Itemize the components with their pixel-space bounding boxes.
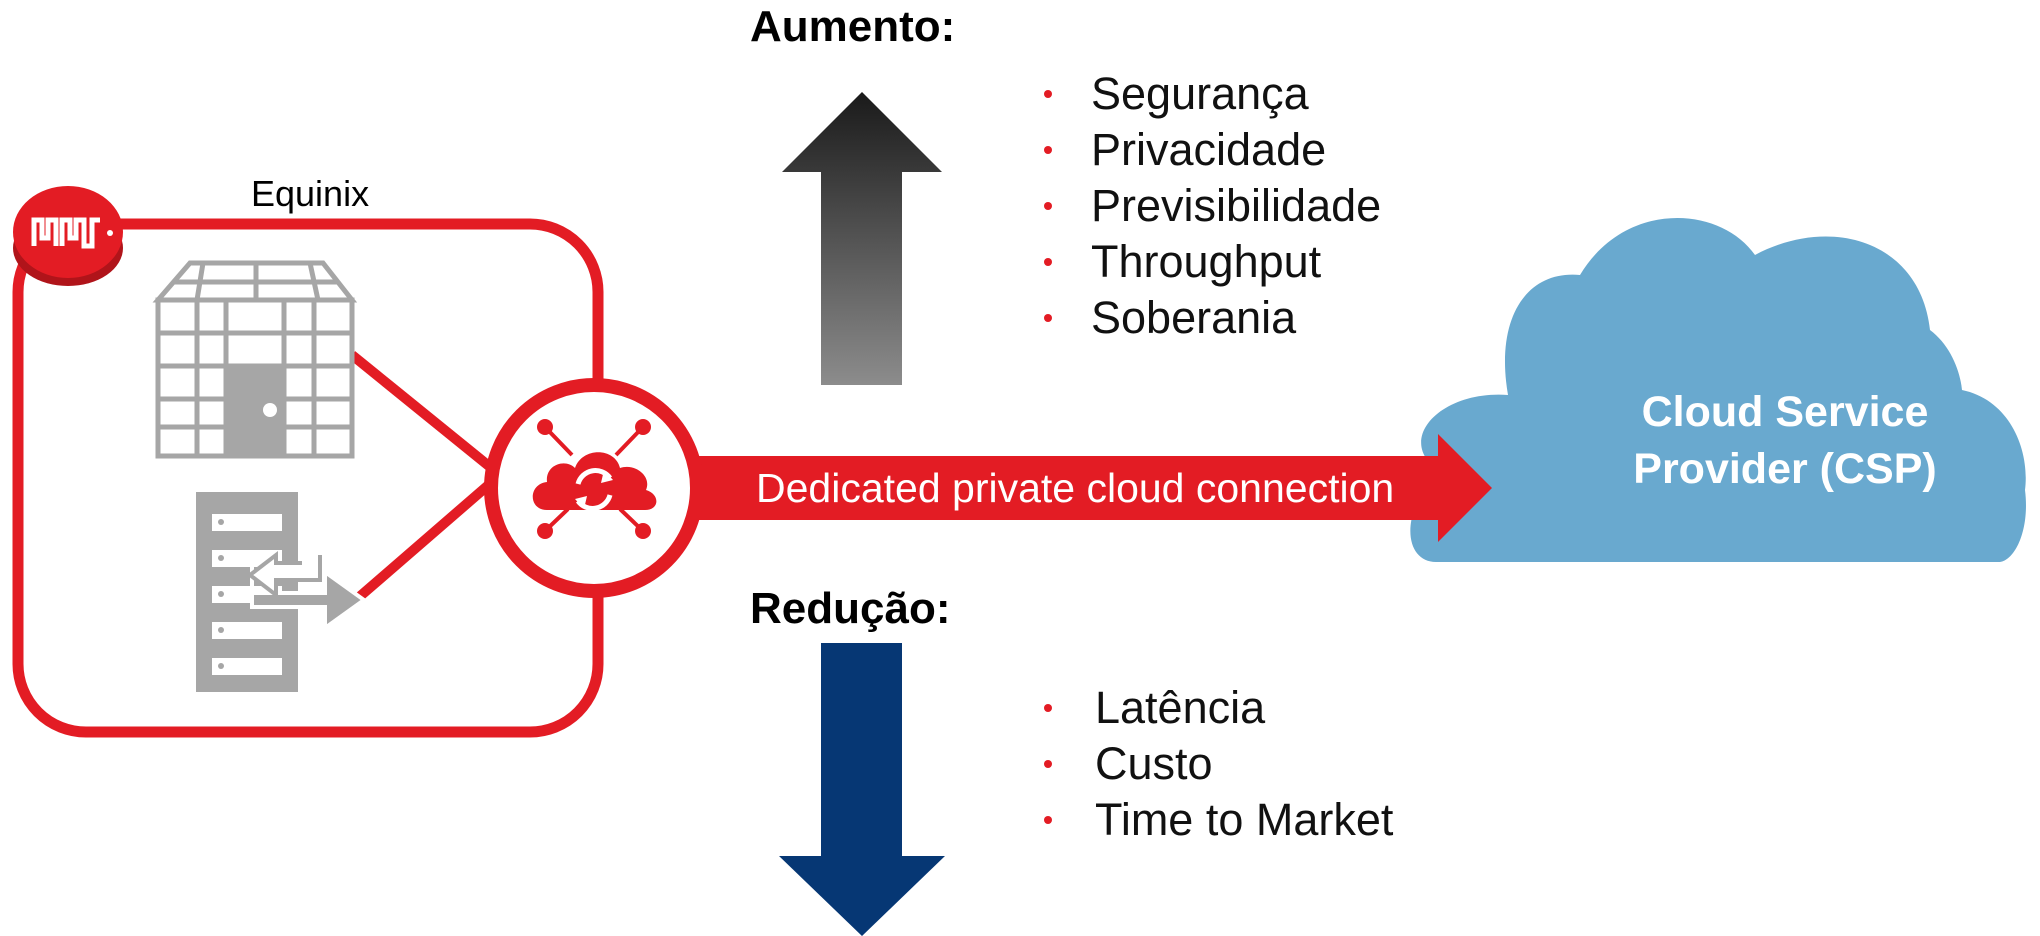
- list-item-label: Throughput: [1091, 236, 1322, 287]
- list-item: Latência: [1044, 680, 1393, 736]
- csp-label-line2: Provider (CSP): [1633, 445, 1937, 493]
- list-item: Throughput: [1044, 234, 1381, 290]
- building-connector: [348, 351, 504, 479]
- equinix-label: Equinix: [251, 173, 370, 214]
- csp-label-line1: Cloud Service: [1641, 388, 1929, 436]
- bullet-icon: [1044, 314, 1052, 322]
- increase-list: Segurança Privacidade Previsibilidade Th…: [1044, 66, 1381, 346]
- list-item: Previsibilidade: [1044, 178, 1381, 234]
- server-rack-icon: [196, 492, 368, 692]
- increase-heading: Aumento:: [750, 2, 956, 51]
- list-item: Time to Market: [1044, 792, 1393, 848]
- list-item-label: Segurança: [1091, 68, 1309, 119]
- bullet-icon: [1044, 704, 1052, 712]
- bullet-icon: [1044, 760, 1052, 768]
- list-item: Segurança: [1044, 66, 1381, 122]
- list-item-label: Privacidade: [1091, 124, 1327, 175]
- list-item-label: Latência: [1095, 682, 1266, 733]
- increase-arrow: [782, 92, 942, 385]
- decrease-arrow: [779, 643, 945, 936]
- connection-label: Dedicated private cloud connection: [756, 465, 1395, 511]
- server-connector: [354, 471, 504, 602]
- connection-arrow: [690, 434, 1492, 542]
- building-icon: [152, 260, 358, 459]
- bullet-icon: [1044, 816, 1052, 824]
- cloud-sync-hub-icon: [532, 419, 657, 539]
- list-item: Custo: [1044, 736, 1393, 792]
- bullet-icon: [1044, 90, 1052, 98]
- list-item-label: Time to Market: [1095, 794, 1394, 845]
- list-item: Privacidade: [1044, 122, 1381, 178]
- equinix-logo-icon: [13, 182, 123, 290]
- cloud-icon: [1410, 217, 2026, 562]
- decrease-list: Latência Custo Time to Market: [1044, 680, 1393, 848]
- list-item: Soberania: [1044, 290, 1381, 346]
- decrease-heading: Redução:: [750, 584, 951, 633]
- bullet-icon: [1044, 202, 1052, 210]
- list-item-label: Soberania: [1091, 292, 1297, 343]
- list-item-label: Custo: [1095, 738, 1213, 789]
- bullet-icon: [1044, 258, 1052, 266]
- bullet-icon: [1044, 146, 1052, 154]
- list-item-label: Previsibilidade: [1091, 180, 1382, 231]
- csp-label: Cloud Service Provider (CSP): [1525, 384, 2040, 498]
